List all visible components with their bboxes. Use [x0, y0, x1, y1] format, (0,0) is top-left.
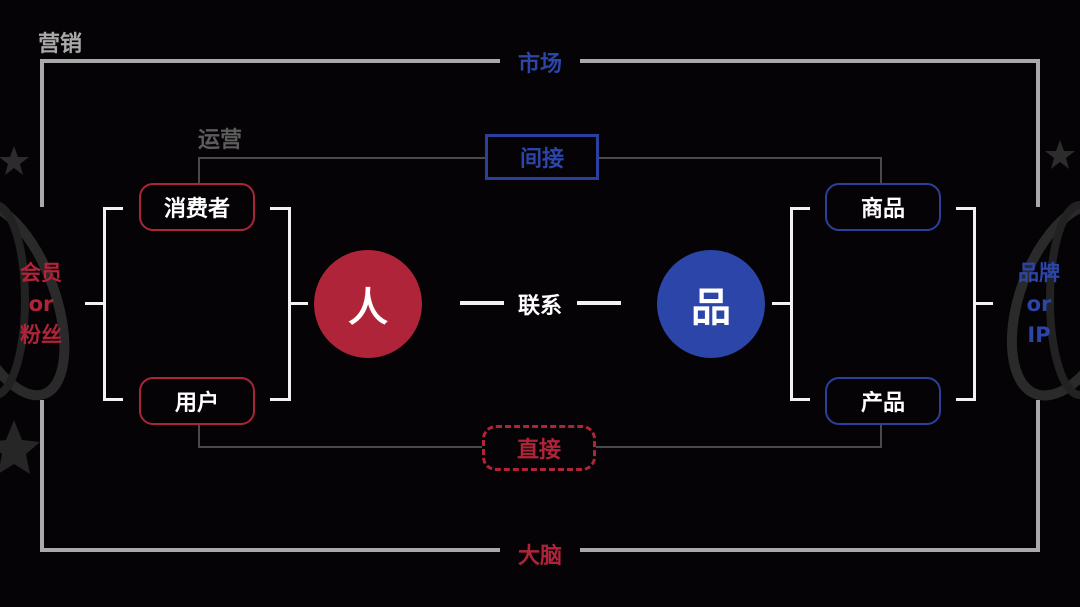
right-bracket-top	[956, 207, 976, 210]
left-inner-bracket-bottom	[270, 398, 290, 401]
link-label: 联系	[517, 294, 562, 319]
indirect-label: 间接	[519, 147, 564, 172]
marketing-label: 营销	[38, 32, 83, 57]
right-inner-stub	[772, 302, 792, 305]
right-inner-bracket-top	[790, 207, 810, 210]
right-inner-bracket-vertical	[790, 207, 793, 401]
left-bracket-top	[103, 207, 123, 210]
direct-connector-left-rise	[198, 422, 200, 448]
frame-right-upper-line	[1036, 59, 1040, 207]
product-box: 产品	[825, 377, 941, 425]
user-box: 用户	[139, 377, 255, 425]
product-hub-circle: 品	[657, 250, 765, 358]
left-inner-bracket-top	[270, 207, 290, 210]
star-icon	[0, 420, 40, 474]
frame-bottom-left-line	[40, 548, 500, 552]
frame-right-lower-line	[1036, 400, 1040, 552]
direct-label: 直接	[516, 438, 561, 463]
star-icon	[0, 146, 29, 175]
right-bracket-bottom	[956, 398, 976, 401]
left-inner-stub	[288, 302, 308, 305]
ip-label: IP	[1027, 323, 1051, 347]
operations-label: 运营	[198, 128, 243, 153]
brand-label: 品牌	[1018, 261, 1060, 285]
goods-label: 商品	[860, 197, 905, 222]
product-label: 产品	[860, 391, 905, 416]
product-hub-label: 品	[691, 285, 731, 331]
indirect-connector-right-drop	[880, 157, 882, 185]
frame-left-upper-line	[40, 59, 44, 207]
consumer-label: 消费者	[163, 197, 230, 222]
right-outer-stub	[973, 302, 993, 305]
frame-top-left-line	[40, 59, 500, 63]
direct-connector-right-rise	[880, 422, 882, 448]
indirect-connector-left	[198, 157, 486, 159]
indirect-connector-left-drop	[198, 157, 200, 185]
consumer-box: 消费者	[139, 183, 255, 231]
link-line-right	[577, 301, 621, 305]
or-label-right: or	[1026, 292, 1052, 316]
or-label: or	[28, 292, 54, 316]
people-hub-circle: 人	[314, 250, 422, 358]
frame-top-right-line	[580, 59, 1040, 63]
left-bracket-bottom	[103, 398, 123, 401]
goods-box: 商品	[825, 183, 941, 231]
member-or-fans-label: 会员 or 粉丝	[10, 258, 72, 351]
fans-label: 粉丝	[20, 323, 62, 347]
right-planet-orbit-icon	[1006, 140, 1080, 401]
people-hub-label: 人	[348, 285, 388, 331]
direct-connector-right	[596, 446, 882, 448]
right-inner-bracket-bottom	[790, 398, 810, 401]
member-label: 会员	[20, 261, 62, 285]
left-bracket-vertical	[103, 207, 106, 401]
direct-box: 直接	[482, 425, 596, 471]
user-label: 用户	[174, 391, 219, 416]
frame-bottom-right-line	[580, 548, 1040, 552]
star-icon	[1045, 140, 1075, 169]
indirect-box: 间接	[485, 134, 599, 180]
brain-label: 大脑	[517, 544, 562, 569]
brand-or-ip-label: 品牌 or IP	[1008, 258, 1070, 351]
link-line-left	[460, 301, 504, 305]
market-label: 市场	[517, 52, 562, 77]
left-outer-stub	[85, 302, 105, 305]
indirect-connector-right	[598, 157, 882, 159]
left-planet-orbit-icon	[0, 146, 70, 474]
frame-left-lower-line	[40, 400, 44, 552]
direct-connector-left	[198, 446, 484, 448]
